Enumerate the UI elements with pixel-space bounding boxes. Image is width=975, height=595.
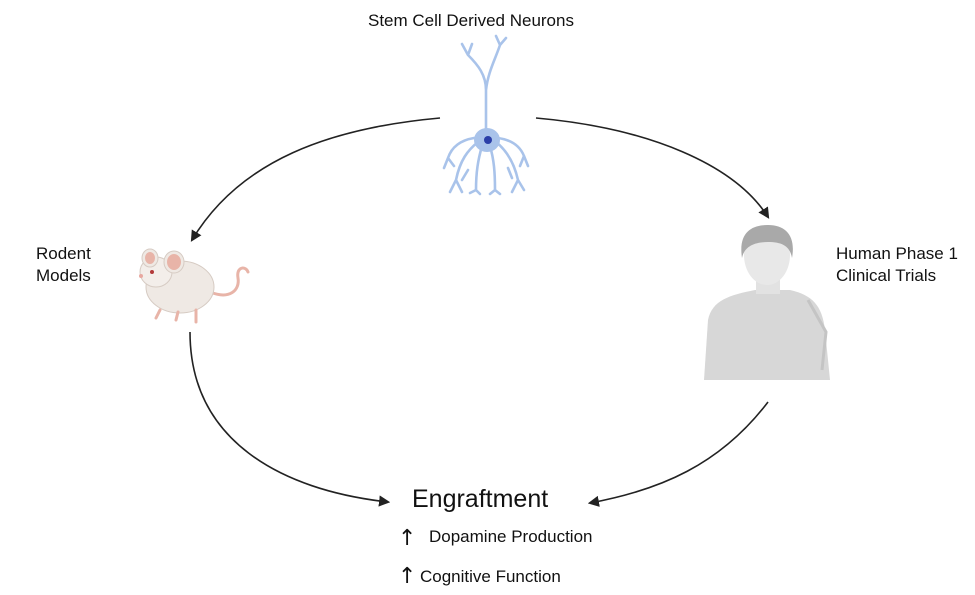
- human-trials-label: Human Phase 1 Clinical Trials: [836, 243, 958, 287]
- neuron-nucleus: [484, 136, 492, 144]
- rodent-label-line2: Models: [36, 266, 91, 285]
- dopamine-production-label: Dopamine Production: [429, 527, 593, 546]
- arrow-rodent-to-engraftment: [189, 331, 391, 507]
- person-icon: [704, 225, 830, 380]
- rodent-models-label: Rodent Models: [36, 243, 91, 287]
- arrow-human-to-engraftment: [587, 401, 769, 507]
- human-label-line1: Human Phase 1: [836, 244, 958, 263]
- cognitive-function-label: Cognitive Function: [420, 567, 561, 586]
- human-label-line2: Clinical Trials: [836, 266, 937, 285]
- neuron-icon: [442, 34, 530, 196]
- stem-cell-label: Stem Cell Derived Neurons: [368, 11, 574, 30]
- engraftment-label: Engraftment: [412, 485, 549, 513]
- mouse-icon: [139, 248, 250, 324]
- rodent-label-line1: Rodent: [36, 244, 91, 263]
- up-arrow-icon: ↑: [398, 526, 417, 551]
- arrow-neuron-to-rodent: [190, 117, 441, 242]
- arrow-neuron-to-human: [535, 117, 770, 219]
- up-arrow-icon: ↑: [398, 564, 417, 589]
